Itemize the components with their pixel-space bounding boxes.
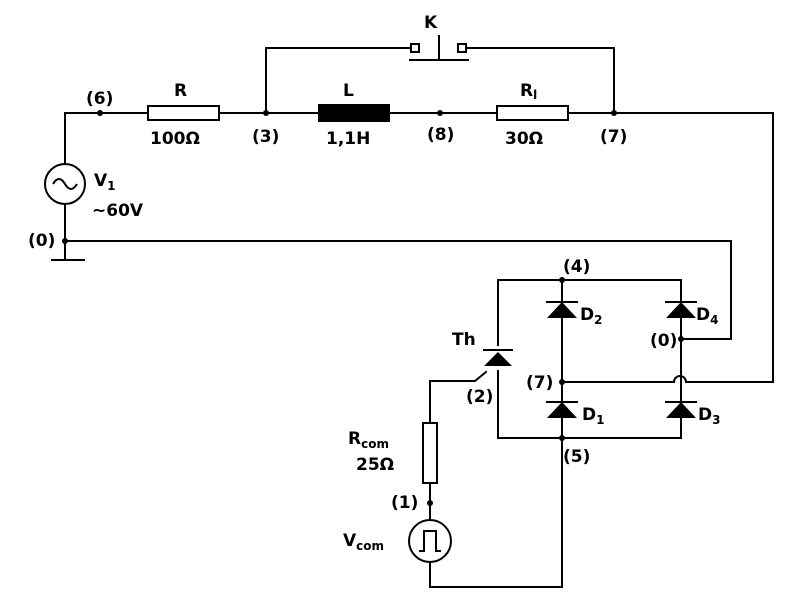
node-5: (5)	[563, 447, 590, 467]
resistor-rl: Rl 30Ω	[496, 81, 569, 149]
voltage-source-v1: V1 ~60V	[44, 163, 144, 221]
d2-label: D2	[580, 305, 602, 327]
resistor-rl-subscript: l	[533, 88, 537, 102]
node-labels: (6) (3) (8) (7) (0) (4) (0) (7) (2) (5) …	[28, 89, 677, 513]
diode-d3: D3	[665, 401, 720, 427]
rcom-name: R	[348, 429, 361, 449]
resistor-r-name: R	[174, 81, 187, 101]
switch-k: K	[409, 13, 469, 61]
node-0-left: (0)	[28, 231, 55, 251]
switch-label: K	[424, 13, 438, 33]
inductor-l: L 1,1H	[318, 81, 390, 149]
resistor-rl-value: 30Ω	[505, 129, 543, 149]
v1-label: V1	[94, 171, 116, 193]
diode-d4: D4	[665, 301, 718, 327]
node-3: (3)	[252, 127, 279, 147]
node-7-bridge: (7)	[526, 373, 553, 393]
rcom-label: Rcom	[348, 429, 389, 451]
node-0-right: (0)	[650, 331, 677, 351]
thyristor-th: Th	[452, 330, 513, 370]
junctions	[62, 110, 684, 506]
diode-d2: D2	[546, 301, 602, 327]
v1-name: V	[94, 171, 108, 191]
node-6: (6)	[86, 89, 113, 109]
resistor-rcom: Rcom 25Ω	[348, 422, 438, 484]
resistor-r-value: 100Ω	[150, 129, 200, 149]
thyristor-label: Th	[452, 330, 476, 350]
node-4: (4)	[563, 257, 590, 277]
node-8: (8)	[427, 125, 454, 145]
rcom-value: 25Ω	[356, 455, 394, 475]
resistor-rl-label: Rl	[520, 81, 537, 102]
node-1: (1)	[391, 493, 418, 513]
d4-label: D4	[696, 305, 718, 327]
wires	[51, 47, 774, 588]
diode-d1: D1	[546, 401, 604, 427]
resistor-r: R 100Ω	[147, 81, 220, 149]
v1-subscript: 1	[107, 179, 115, 193]
inductor-value: 1,1H	[326, 129, 370, 149]
resistor-rl-name: R	[520, 81, 533, 101]
inductor-name: L	[343, 81, 354, 101]
node-2: (2)	[466, 387, 493, 407]
vcom-label: Vcom	[343, 531, 384, 553]
vcom-name: V	[343, 531, 357, 551]
rcom-subscript: com	[361, 437, 389, 451]
voltage-source-vcom: Vcom	[343, 519, 452, 563]
d3-label: D3	[698, 405, 720, 427]
v1-value: ~60V	[92, 201, 144, 221]
node-7-top: (7)	[600, 127, 627, 147]
d1-label: D1	[582, 405, 604, 427]
vcom-subscript: com	[356, 539, 384, 553]
